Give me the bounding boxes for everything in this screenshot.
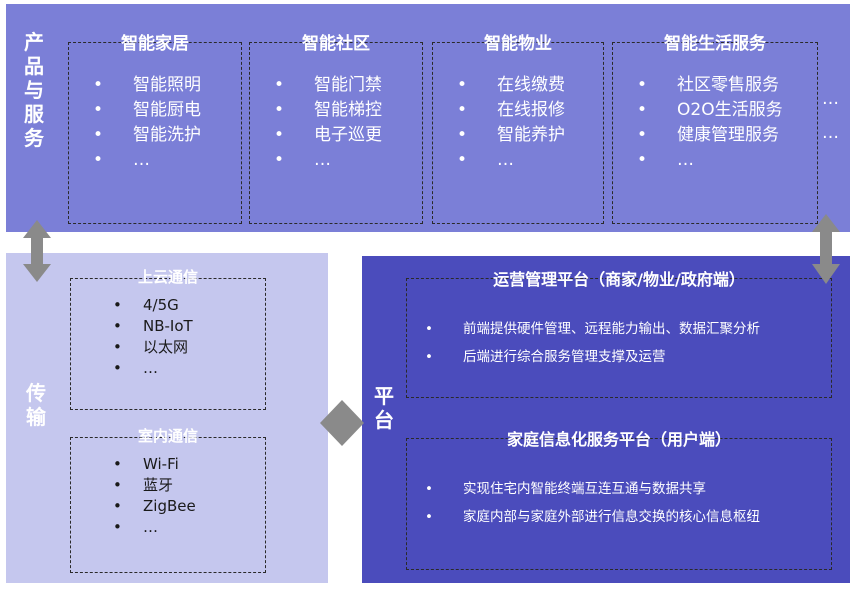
list-item: 智能养护 [457,123,565,148]
indoor-communication-list: Wi-Fi 蓝牙 ZigBee … [113,454,196,538]
smart-life-services-box: 智能生活服务 社区零售服务 O2O生活服务 健康管理服务 … [612,34,818,224]
list-item: … [457,148,565,173]
smart-property-box: 智能物业 在线缴费 在线报修 智能养护 … [432,34,604,224]
smart-life-services-title: 智能生活服务 [664,34,766,54]
indoor-communication-box: 室内通信 Wi-Fi 蓝牙 ZigBee … [70,427,266,573]
list-item: 智能梯控 [274,98,382,123]
home-information-platform-box: 家庭信息化服务平台（用户端） 实现住宅内智能终端互连互通与数据共享 家庭内部与家… [406,430,832,570]
list-item: … [93,148,201,173]
list-item: 家庭内部与家庭外部进行信息交换的核心信息枢纽 [425,503,760,531]
home-information-platform-title: 家庭信息化服务平台（用户端） [506,430,731,449]
products-services-panel: 产品与服务 智能家居 智能照明 智能厨电 智能洗护 … 智能社区 智能门禁 智能… [6,4,850,232]
smart-home-list: 智能照明 智能厨电 智能洗护 … [93,73,201,173]
list-item: 以太网 [113,337,193,358]
cloud-communication-list: 4/5G NB-IoT 以太网 … [113,295,193,379]
more-dots: … [822,123,840,143]
list-item: O2O生活服务 [637,98,783,123]
list-item: ZigBee [113,496,196,517]
home-information-platform-list: 实现住宅内智能终端互连互通与数据共享 家庭内部与家庭外部进行信息交换的核心信息枢… [425,475,760,531]
products-services-label: 产品与服务 [24,30,44,150]
list-item: 在线缴费 [457,73,565,98]
list-item: 电子巡更 [274,123,382,148]
smart-community-title: 智能社区 [302,34,370,54]
smart-community-box: 智能社区 智能门禁 智能梯控 电子巡更 … [249,34,423,224]
list-item: 智能洗护 [93,123,201,148]
operations-platform-title: 运营管理平台（商家/物业/政府端） [493,270,745,289]
list-item: NB-IoT [113,316,193,337]
list-item: 前端提供硬件管理、远程能力输出、数据汇聚分析 [425,315,760,343]
list-item: Wi-Fi [113,454,196,475]
smart-community-list: 智能门禁 智能梯控 电子巡更 … [274,73,382,173]
list-item: 智能门禁 [274,73,382,98]
operations-platform-box: 运营管理平台（商家/物业/政府端） 前端提供硬件管理、远程能力输出、数据汇聚分析… [406,270,832,398]
more-dots: … [822,89,840,109]
double-arrow-icon [812,214,840,284]
list-item: 实现住宅内智能终端互连互通与数据共享 [425,475,760,503]
smart-property-title: 智能物业 [484,34,552,54]
cloud-communication-box: 上云通信 4/5G NB-IoT 以太网 … [70,268,266,410]
indoor-communication-title: 室内通信 [137,427,198,445]
list-item: 在线报修 [457,98,565,123]
list-item: … [113,358,193,379]
list-item: 社区零售服务 [637,73,783,98]
smart-home-box: 智能家居 智能照明 智能厨电 智能洗护 … [68,34,242,224]
list-item: 后端进行综合服务管理支撑及运营 [425,343,760,371]
double-arrow-icon [23,220,51,282]
platform-panel: 平台 运营管理平台（商家/物业/政府端） 前端提供硬件管理、远程能力输出、数据汇… [362,256,850,583]
operations-platform-list: 前端提供硬件管理、远程能力输出、数据汇聚分析 后端进行综合服务管理支撑及运营 [425,315,760,371]
list-item: 4/5G [113,295,193,316]
list-item: … [113,517,196,538]
smart-property-list: 在线缴费 在线报修 智能养护 … [457,73,565,173]
diamond-connector-icon [320,400,364,446]
list-item: 智能照明 [93,73,201,98]
list-item: … [274,148,382,173]
list-item: 蓝牙 [113,475,196,496]
list-item: 智能厨电 [93,98,201,123]
cloud-communication-title: 上云通信 [137,268,198,286]
transmission-label: 传输 [26,381,46,429]
list-item: … [637,148,783,173]
transmission-panel: 传输 上云通信 4/5G NB-IoT 以太网 … 室内通信 Wi-Fi 蓝牙 … [6,253,328,583]
platform-label: 平台 [374,384,394,432]
smart-life-services-list: 社区零售服务 O2O生活服务 健康管理服务 … [637,73,783,173]
more-indicator: … … [822,82,840,150]
smart-home-title: 智能家居 [121,34,189,54]
list-item: 健康管理服务 [637,123,783,148]
